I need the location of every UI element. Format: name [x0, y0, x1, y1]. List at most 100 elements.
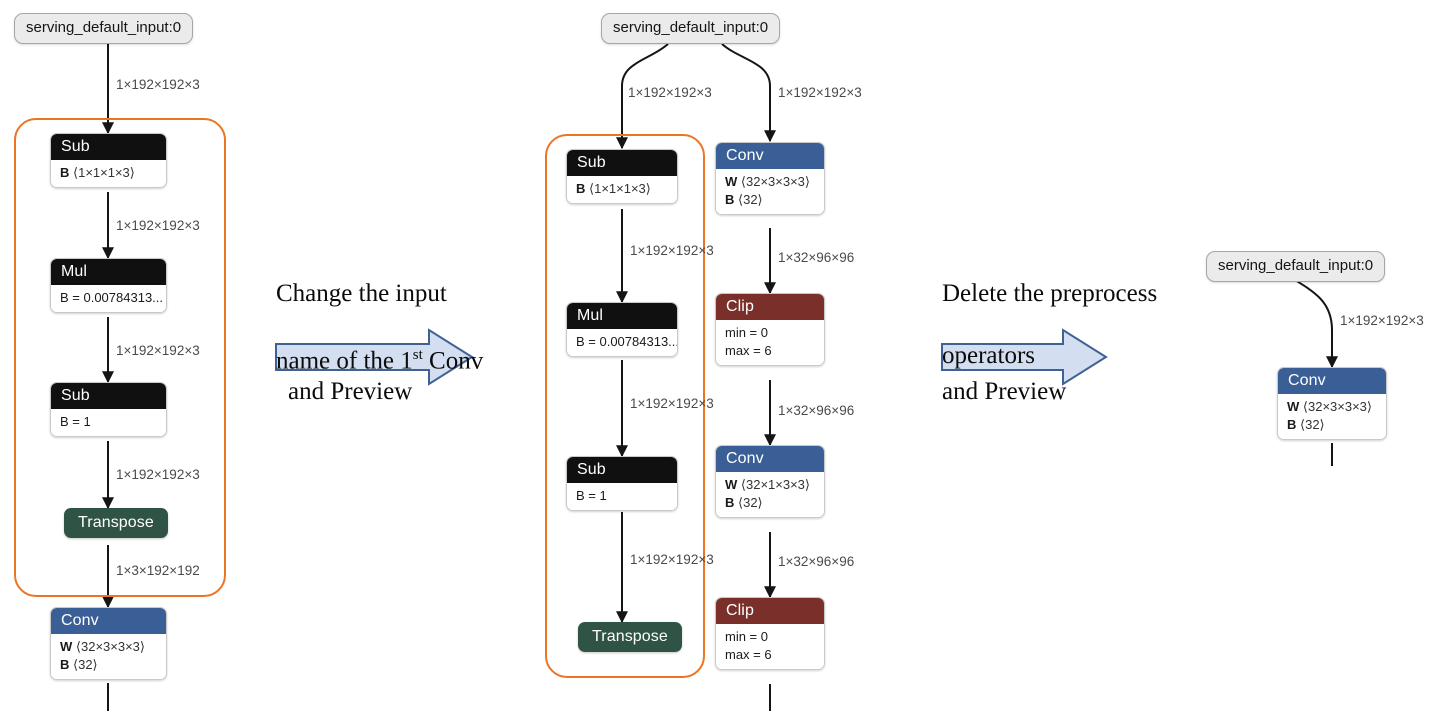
attr-value: ⟨32×3×3×3⟩ — [1302, 399, 1372, 414]
stage1-edge-label-2: 1×192×192×3 — [116, 343, 200, 358]
attr-value: ⟨32×1×3×3⟩ — [740, 477, 810, 492]
node-title: Clip — [716, 294, 824, 320]
stage3-input-node[interactable]: serving_default_input:0 — [1206, 251, 1386, 282]
stage2-node-mul1[interactable]: Mul B = 0.00784313... — [566, 302, 678, 357]
attr-key: W — [725, 477, 738, 492]
node-body: B = 0.00784313... — [567, 329, 677, 356]
node-attr: W ⟨32×3×3×3⟩ — [725, 173, 815, 191]
stage2-left-edge-label-2: 1×192×192×3 — [630, 396, 714, 411]
node-title: Transpose — [64, 508, 168, 538]
attr-value: ⟨32⟩ — [738, 495, 763, 510]
node-body: W ⟨32×3×3×3⟩ B ⟨32⟩ — [1278, 394, 1386, 439]
node-body: min = 0 max = 6 — [716, 320, 824, 365]
stage3-node-conv1[interactable]: Conv W ⟨32×3×3×3⟩ B ⟨32⟩ — [1277, 367, 1387, 440]
stage2-right-edge-label-3: 1×32×96×96 — [778, 554, 855, 569]
stage1-edge-label-3: 1×192×192×3 — [116, 467, 200, 482]
node-attr: B = 1 — [60, 414, 91, 429]
annotation-2-line1: Delete the preprocess — [942, 280, 1158, 307]
node-title: Clip — [716, 598, 824, 624]
attr-value: ⟨32⟩ — [73, 657, 98, 672]
node-body: W ⟨32×3×3×3⟩ B ⟨32⟩ — [716, 169, 824, 214]
stage1-edge-label-0: 1×192×192×3 — [116, 77, 200, 92]
node-title: Conv — [1278, 368, 1386, 394]
node-attr: B = 1 — [576, 488, 607, 503]
attr-key: B — [60, 165, 70, 180]
annotation-1-line2-sup: st — [412, 347, 423, 363]
node-attr: B ⟨32⟩ — [1287, 416, 1377, 434]
stage2-left-edge-label-3: 1×192×192×3 — [630, 552, 714, 567]
stage1-preprocess-highlight — [14, 118, 226, 597]
node-body: B = 1 — [51, 409, 166, 436]
node-attr: min = 0 — [725, 325, 768, 340]
node-attr: B ⟨32⟩ — [725, 494, 815, 512]
stage2-input-node[interactable]: serving_default_input:0 — [601, 13, 781, 44]
node-attr: B = 0.00784313... — [576, 334, 678, 349]
stage1-node-sub1[interactable]: Sub B ⟨1×1×1×3⟩ — [50, 133, 167, 188]
stage2-left-edge-label-0: 1×192×192×3 — [628, 85, 712, 100]
node-title: Sub — [51, 134, 166, 160]
node-title: Conv — [716, 143, 824, 169]
attr-key: B — [60, 657, 70, 672]
attr-key: W — [725, 174, 738, 189]
attr-value: ⟨32⟩ — [738, 192, 763, 207]
stage2-right-edge-label-0: 1×192×192×3 — [778, 85, 862, 100]
annotation-1-sub: and Preview — [288, 378, 413, 405]
stage1-input-node[interactable]: serving_default_input:0 — [14, 13, 194, 44]
stage2-node-conv1[interactable]: Conv W ⟨32×3×3×3⟩ B ⟨32⟩ — [715, 142, 825, 215]
annotation-1-line2-pre: name of the 1 — [276, 347, 413, 375]
node-attr: B ⟨1×1×1×3⟩ — [60, 164, 157, 182]
node-attr: max = 6 — [725, 343, 772, 358]
node-body: min = 0 max = 6 — [716, 624, 824, 669]
annotation-2-line2: operators — [942, 342, 1036, 369]
attr-key: B — [725, 495, 735, 510]
stage1-edge-label-1: 1×192×192×3 — [116, 218, 200, 233]
node-title: Mul — [567, 303, 677, 329]
stage2-node-sub1[interactable]: Sub B ⟨1×1×1×3⟩ — [566, 149, 678, 204]
node-title: Sub — [567, 457, 677, 483]
edge-input-to-conv1-3 — [1289, 276, 1338, 369]
stage1-edge-label-4: 1×3×192×192 — [116, 563, 200, 578]
node-title: Conv — [716, 446, 824, 472]
attr-value: ⟨32⟩ — [1300, 417, 1325, 432]
node-attr: max = 6 — [725, 647, 772, 662]
attr-key: W — [1287, 399, 1300, 414]
stage3-edge-label-0: 1×192×192×3 — [1340, 313, 1424, 328]
node-attr: B = 0.00784313... — [60, 290, 164, 305]
annotation-1-line2-post: Conv — [422, 347, 484, 375]
edge-input-to-conv1-2 — [721, 43, 776, 143]
stage1-node-mul1[interactable]: Mul B = 0.00784313... — [50, 258, 167, 313]
node-attr: B ⟨32⟩ — [725, 191, 815, 209]
stage2-node-conv2[interactable]: Conv W ⟨32×1×3×3⟩ B ⟨32⟩ — [715, 445, 825, 518]
node-attr: B ⟨1×1×1×3⟩ — [576, 180, 668, 198]
annotation-2-text: Delete the preprocess operators — [942, 247, 1212, 371]
stage1-node-conv1[interactable]: Conv W ⟨32×3×3×3⟩ B ⟨32⟩ — [50, 607, 167, 680]
node-body: W ⟨32×3×3×3⟩ B ⟨32⟩ — [51, 634, 166, 679]
node-body: B ⟨1×1×1×3⟩ — [567, 176, 677, 203]
attr-key: B — [1287, 417, 1297, 432]
node-attr: B ⟨32⟩ — [60, 656, 157, 674]
stage2-node-transpose[interactable]: Transpose — [578, 622, 682, 652]
stage1-node-sub2[interactable]: Sub B = 1 — [50, 382, 167, 437]
stage2-node-clip2[interactable]: Clip min = 0 max = 6 — [715, 597, 825, 670]
attr-value: ⟨32×3×3×3⟩ — [75, 639, 145, 654]
node-attr: W ⟨32×1×3×3⟩ — [725, 476, 815, 494]
attr-value: ⟨1×1×1×3⟩ — [589, 181, 651, 196]
annotation-1-line1: Change the input — [276, 280, 447, 307]
node-body: B = 0.00784313... — [51, 285, 166, 312]
stage2-right-edge-label-1: 1×32×96×96 — [778, 250, 855, 265]
attr-value: ⟨1×1×1×3⟩ — [73, 165, 135, 180]
stage2-node-clip1[interactable]: Clip min = 0 max = 6 — [715, 293, 825, 366]
stage1-node-transpose[interactable]: Transpose — [64, 508, 168, 538]
stage2-left-edge-label-1: 1×192×192×3 — [630, 243, 714, 258]
node-title: Mul — [51, 259, 166, 285]
annotation-2-sub: and Preview — [942, 378, 1067, 405]
attr-key: W — [60, 639, 73, 654]
annotation-1-text: Change the input name of the 1st Conv — [276, 247, 526, 376]
node-title: Conv — [51, 608, 166, 634]
stage2-right-edge-label-2: 1×32×96×96 — [778, 403, 855, 418]
node-title: Sub — [567, 150, 677, 176]
attr-key: B — [725, 192, 735, 207]
attr-key: B — [576, 181, 586, 196]
stage2-node-sub2[interactable]: Sub B = 1 — [566, 456, 678, 511]
node-title: Sub — [51, 383, 166, 409]
